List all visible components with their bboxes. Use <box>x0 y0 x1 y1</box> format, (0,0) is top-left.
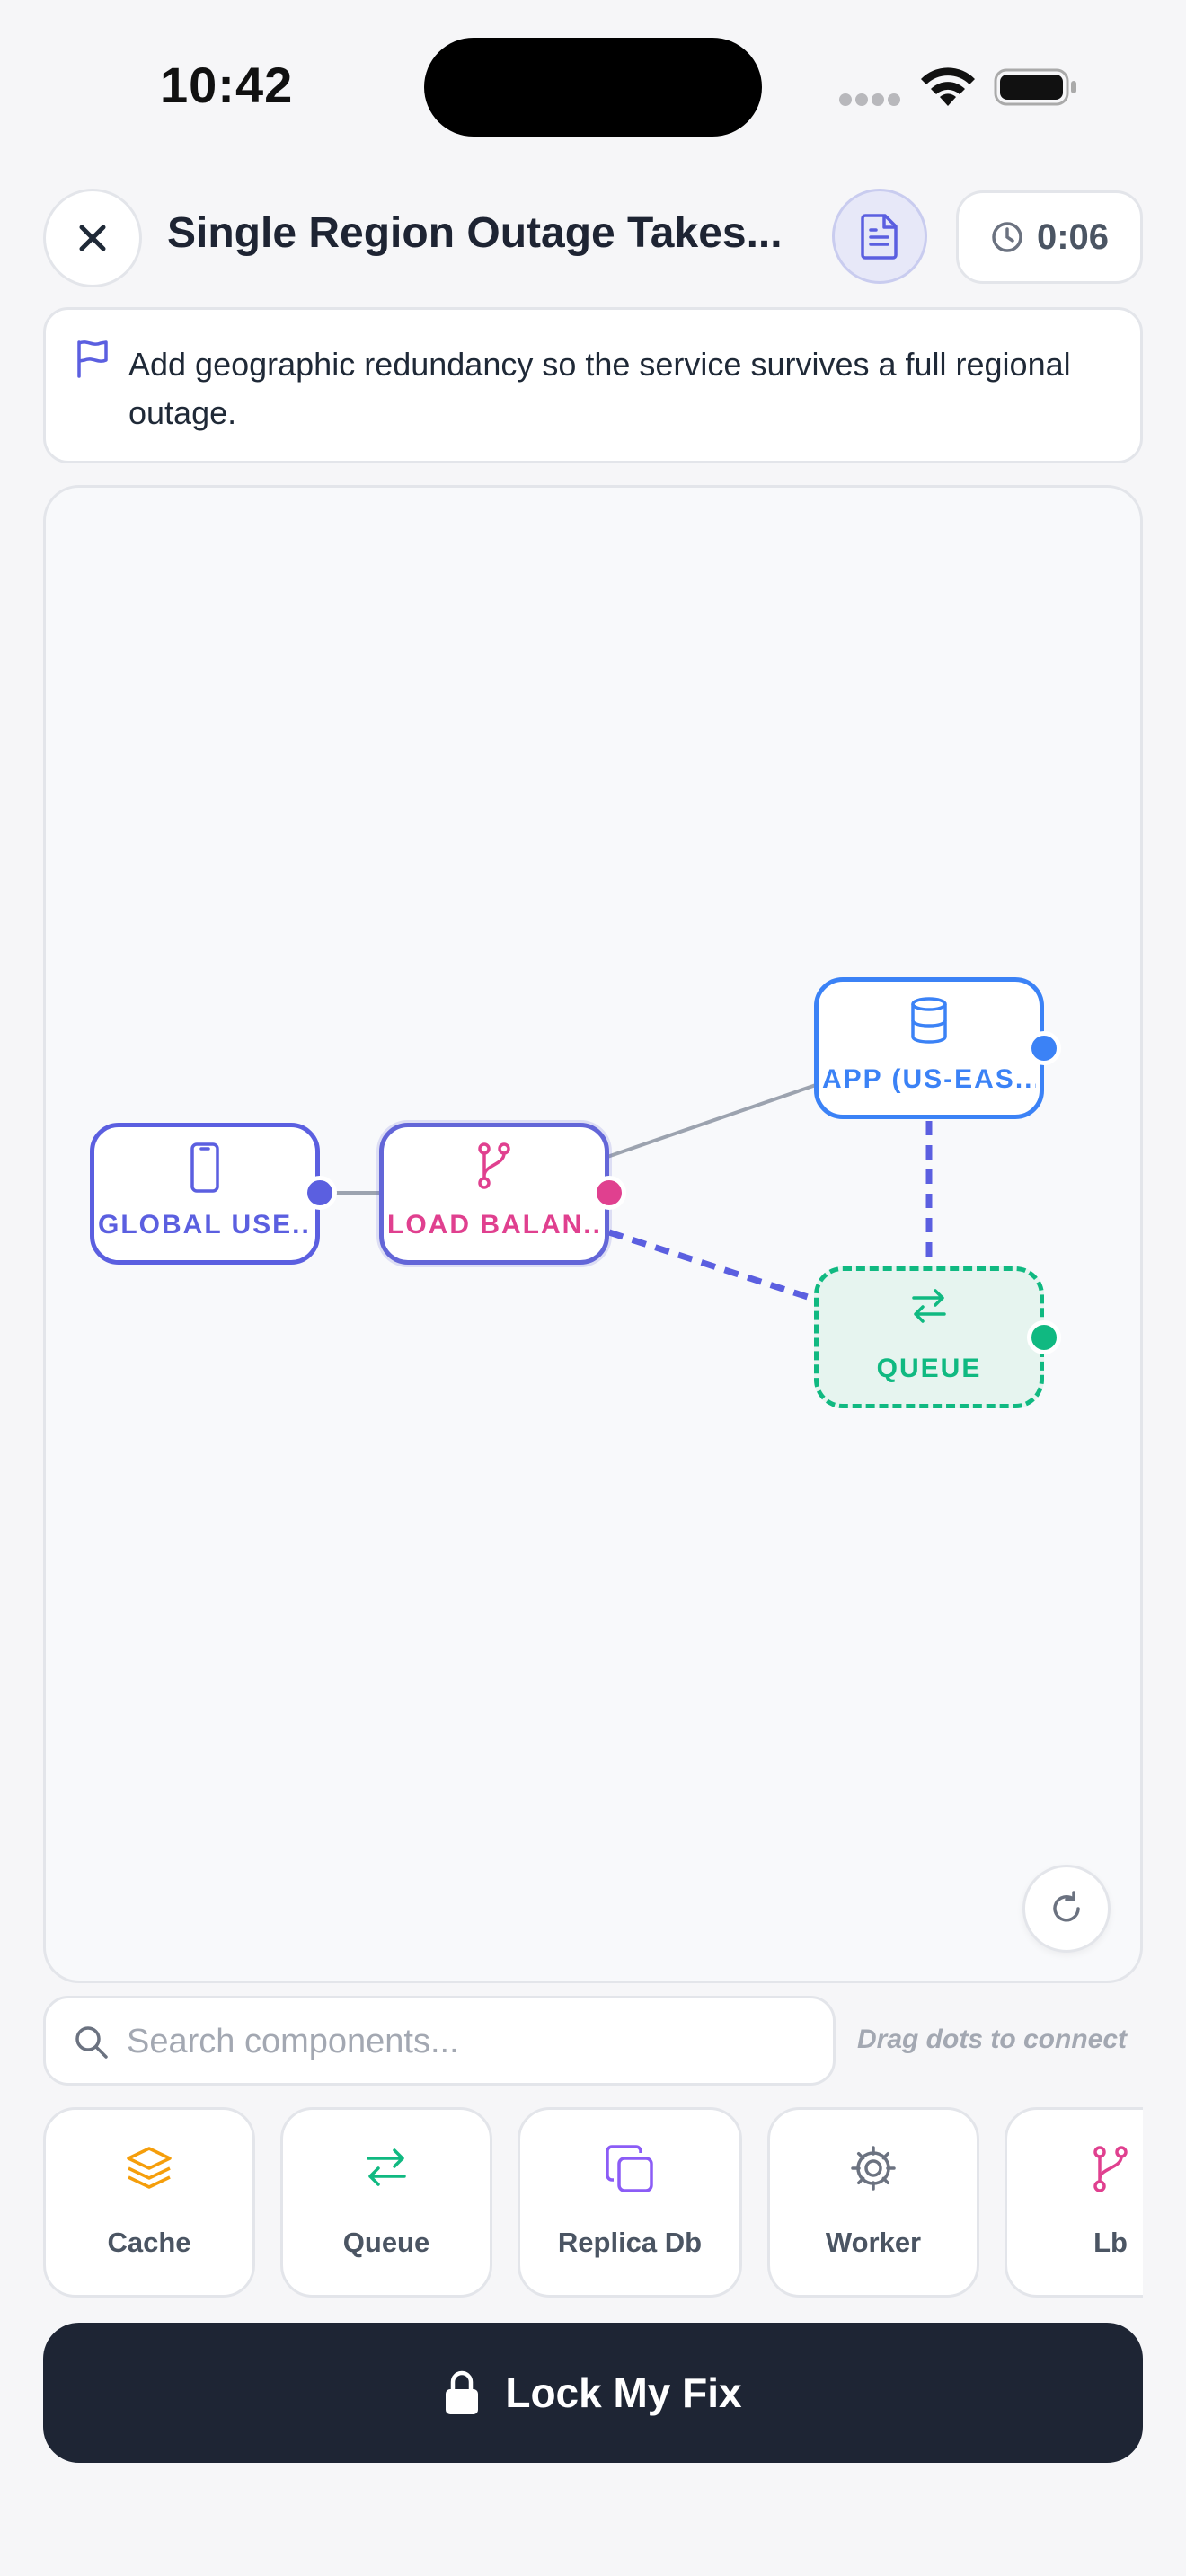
database-icon <box>911 997 947 1044</box>
battery-icon <box>994 68 1076 106</box>
clock-icon <box>992 222 1022 252</box>
node-global-users[interactable]: GLOBAL USE... <box>90 1123 320 1265</box>
search-icon <box>75 2026 108 2059</box>
palette-item-worker[interactable]: Worker <box>767 2107 979 2298</box>
connection-port[interactable] <box>592 1176 626 1210</box>
search-input[interactable] <box>127 2015 810 2069</box>
arrows-left-right-icon <box>367 2148 406 2186</box>
connection-port[interactable] <box>303 1176 337 1210</box>
palette-item-label: Queue <box>342 2227 430 2258</box>
lock-icon <box>446 2370 479 2414</box>
gear-icon <box>851 2146 896 2191</box>
connect-hint: Drag dots to connect <box>857 2025 1128 2054</box>
objective-text: Add geographic redundancy so the service… <box>128 346 1071 431</box>
lock-my-fix-button[interactable]: Lock My Fix <box>43 2323 1143 2463</box>
component-search[interactable] <box>43 1996 836 2086</box>
node-label: APP (US-EAS... <box>822 1064 1036 1094</box>
connection-port[interactable] <box>1027 1031 1061 1065</box>
node-label: GLOBAL USE... <box>98 1210 312 1239</box>
objective-card: Add geographic redundancy so the service… <box>43 307 1143 463</box>
node-label: LOAD BALAN... <box>387 1210 601 1239</box>
status-time: 10:42 <box>160 57 294 113</box>
page-title: Single Region Outage Takes... <box>167 209 783 257</box>
palette-item-label: Replica Db <box>557 2227 703 2258</box>
node-queue[interactable]: QUEUE <box>814 1266 1044 1408</box>
arrows-left-right-icon <box>912 1289 946 1323</box>
flag-icon <box>77 340 108 378</box>
node-load-balancer[interactable]: LOAD BALAN... <box>379 1123 609 1265</box>
connection-port[interactable] <box>1027 1320 1061 1354</box>
document-icon <box>861 214 898 260</box>
palette-item-queue[interactable]: Queue <box>280 2107 492 2298</box>
git-branch-icon <box>478 1142 510 1189</box>
palette-item-label: Lb <box>1093 2227 1128 2258</box>
cellular-signal-icon <box>839 93 900 106</box>
palette-item-label: Cache <box>107 2227 191 2258</box>
scenario-brief-button[interactable] <box>832 189 927 284</box>
palette-item-replica-db[interactable]: Replica Db <box>518 2107 742 2298</box>
dynamic-island <box>424 38 762 137</box>
smartphone-icon <box>190 1142 219 1193</box>
node-app-us-east[interactable]: APP (US-EAS... <box>814 977 1044 1119</box>
reset-layout-button[interactable] <box>1022 1865 1111 1953</box>
git-branch-icon <box>1093 2146 1128 2192</box>
lock-button-label: Lock My Fix <box>505 2369 742 2416</box>
status-bar: 10:42 <box>0 0 1186 171</box>
timer-value: 0:06 <box>1036 216 1110 257</box>
timer-badge: 0:06 <box>956 190 1143 284</box>
close-icon <box>79 225 106 251</box>
node-label: QUEUE <box>876 1354 982 1383</box>
layers-icon <box>127 2147 172 2189</box>
palette-item-lb[interactable]: Lb <box>1005 2107 1143 2298</box>
palette-item-label: Worker <box>825 2227 922 2258</box>
palette-item-cache[interactable]: Cache <box>43 2107 255 2298</box>
component-palette[interactable]: Cache Queue Replica Db Worker Lb <box>43 2107 1143 2299</box>
copy-icon <box>606 2145 653 2192</box>
wifi-icon <box>921 67 975 106</box>
rotate-icon <box>1053 1891 1080 1922</box>
close-button[interactable] <box>43 189 142 287</box>
